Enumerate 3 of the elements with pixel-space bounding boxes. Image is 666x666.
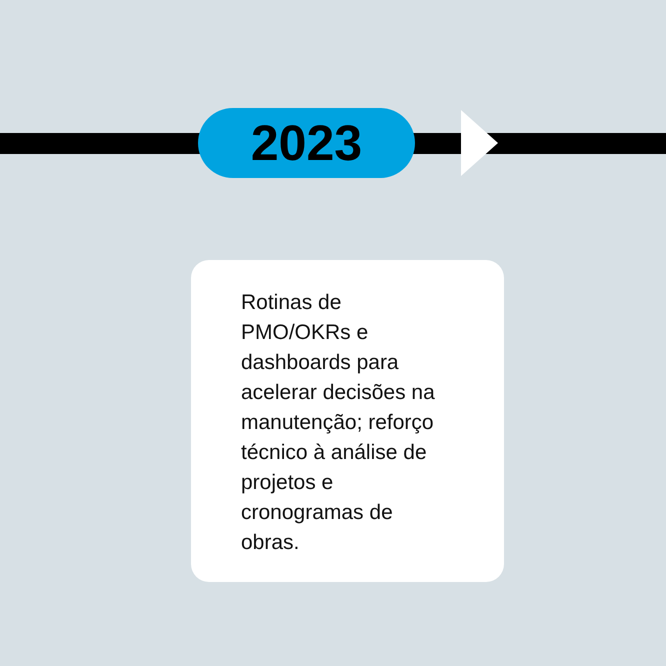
year-label: 2023 xyxy=(250,114,362,172)
text-card xyxy=(191,260,504,582)
description-text: Rotinas de PMO/OKRs e dashboards para acelerar decisões na manutenção; reforço técnico à análise de projetos e cronogramas de obras. xyxy=(241,290,436,556)
